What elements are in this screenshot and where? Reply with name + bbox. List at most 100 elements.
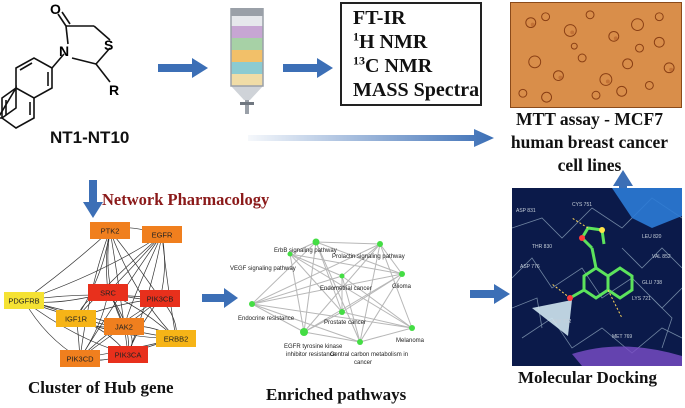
hub-gene-label: PIK3CA <box>115 351 142 360</box>
residue-label: GLY 772 <box>552 319 571 325</box>
pathway-edge <box>341 243 381 277</box>
hub-gene-node: ERBB2 <box>156 330 196 347</box>
pathway-edge <box>379 243 403 275</box>
pathway-label: Endometrial cancer <box>320 286 372 292</box>
hub-gene-label: SRC <box>100 289 116 298</box>
pathway-label: Central carbon metabolism in <box>330 352 408 358</box>
pathway-label: Endocrine resistance <box>238 316 295 322</box>
substituent-r: R <box>109 82 119 98</box>
pathway-label: Melanoma <box>396 338 425 344</box>
pathway-edge <box>303 311 343 333</box>
molecular-docking-image: ASP 831 THR 830 LEU 820 VAL 852 MET 769 … <box>512 188 682 366</box>
pathway-node <box>300 328 308 336</box>
pathway-label: cancer <box>354 360 372 366</box>
hub-gene-label: PIK3CD <box>66 355 94 364</box>
pathway-edge <box>341 275 361 343</box>
hub-gene-node: SRC <box>88 284 128 301</box>
residue-label: THR 830 <box>532 244 552 250</box>
pathway-edge <box>359 273 403 343</box>
hub-edge <box>107 230 125 327</box>
pathway-edge <box>341 275 413 329</box>
pathway-label: Prostate cancer <box>324 320 366 326</box>
pathway-label: Prolactin signaling pathway <box>332 254 405 260</box>
compound-series-label: NT1-NT10 <box>50 128 130 147</box>
hub-gene-node: PIK3CA <box>108 346 148 363</box>
pathway-edge <box>315 241 343 313</box>
pathway-label: VEGF signaling pathway <box>230 266 296 272</box>
residue-label: ASP 831 <box>516 208 536 214</box>
residue-label: MET 769 <box>612 334 632 340</box>
pathway-edge <box>289 253 343 277</box>
ftir-label: FT-IR <box>353 7 406 29</box>
pathway-label: inhibitor resistance <box>286 352 337 358</box>
hub-gene-label: ERBB2 <box>164 335 189 344</box>
residue-label: CYS 751 <box>572 202 592 208</box>
pathway-edge <box>251 303 361 343</box>
pathway-edge <box>289 253 343 313</box>
pathway-node <box>339 309 345 315</box>
arrow-to-column <box>158 58 208 78</box>
pathway-edge <box>315 241 381 245</box>
network-pharmacology-title: Network Pharmacology <box>102 190 270 209</box>
hub-gene-node: JAK2 <box>104 318 144 335</box>
pathway-edge <box>251 243 381 305</box>
hub-gene-label: PTK2 <box>101 227 120 236</box>
pathway-edge <box>251 303 413 329</box>
chromatography-column-icon <box>230 8 264 114</box>
molecular-docking-caption: Molecular Docking <box>518 368 657 387</box>
characterization-box: FT-IR 1H NMR 13C NMR MASS Spectra <box>340 2 482 106</box>
hub-gene-node: IGF1R <box>56 310 96 327</box>
pathway-node <box>377 241 383 247</box>
pathway-node <box>409 325 415 331</box>
ring-nitrogen: N <box>59 43 69 59</box>
pathway-edge <box>289 253 403 275</box>
hub-gene-network: PTK2 EGFR SRC PIK3CB PDGFRB IGF1R JAK2ERBB2PIK… <box>4 222 196 367</box>
pathway-edge <box>303 273 403 333</box>
carbonyl-oxygen: O <box>50 1 61 17</box>
hub-edge <box>23 300 81 359</box>
pathway-edge <box>251 241 317 305</box>
arrow-to-network <box>83 180 103 218</box>
pathway-edge <box>251 273 403 305</box>
chemical-structure: O N S R <box>0 1 119 129</box>
h-nmr-label: 1H NMR <box>353 29 428 53</box>
hub-gene-caption: Cluster of Hub gene <box>28 378 174 397</box>
pathway-edge <box>289 241 317 255</box>
mtt-cell-image <box>510 2 682 108</box>
residue-label: VAL 852 <box>652 254 671 260</box>
enriched-pathways-caption: Enriched pathways <box>266 385 407 404</box>
hub-gene-label: EGFR <box>152 231 173 240</box>
pathway-edge <box>341 311 413 329</box>
mtt-assay-title: MTT assay - MCF7 human breast cancer cel… <box>510 109 669 175</box>
pathway-edge <box>251 303 305 333</box>
pathway-edge <box>303 241 317 333</box>
pathway-label: EGFR tyrosine kinase <box>284 344 343 350</box>
pathway-edge <box>315 241 403 275</box>
pathway-edge <box>289 253 413 329</box>
hub-edge <box>159 234 165 299</box>
arrow-to-spectra <box>283 58 333 78</box>
pathway-node <box>249 301 255 307</box>
hub-gene-label: IGF1R <box>65 315 88 324</box>
pathway-node <box>399 271 405 277</box>
pathway-node <box>339 273 345 279</box>
pathway-label: ErbB signaling pathway <box>274 248 337 254</box>
hub-edge <box>161 234 177 339</box>
pathway-node <box>312 238 320 246</box>
hub-gene-node: PDGFRB <box>4 292 44 309</box>
pathway-node <box>357 339 363 345</box>
hub-gene-label: PDGFRB <box>8 297 39 306</box>
c-nmr-label: 13C NMR <box>353 53 433 77</box>
residue-label: GLU 738 <box>642 280 662 286</box>
hub-gene-label: PIK3CB <box>147 295 174 304</box>
pathway-edge <box>359 327 413 343</box>
residue-label: LYS 721 <box>632 296 651 302</box>
hub-gene-node: PIK3CB <box>140 290 180 307</box>
arrow-to-mtt <box>248 129 494 147</box>
pathway-label: Glioma <box>392 284 412 290</box>
pathway-edge <box>303 331 361 343</box>
residue-label: LEU 820 <box>642 234 662 240</box>
arrow-to-pathways <box>202 288 238 308</box>
pathway-edge <box>379 243 413 329</box>
pathway-node <box>287 251 293 257</box>
